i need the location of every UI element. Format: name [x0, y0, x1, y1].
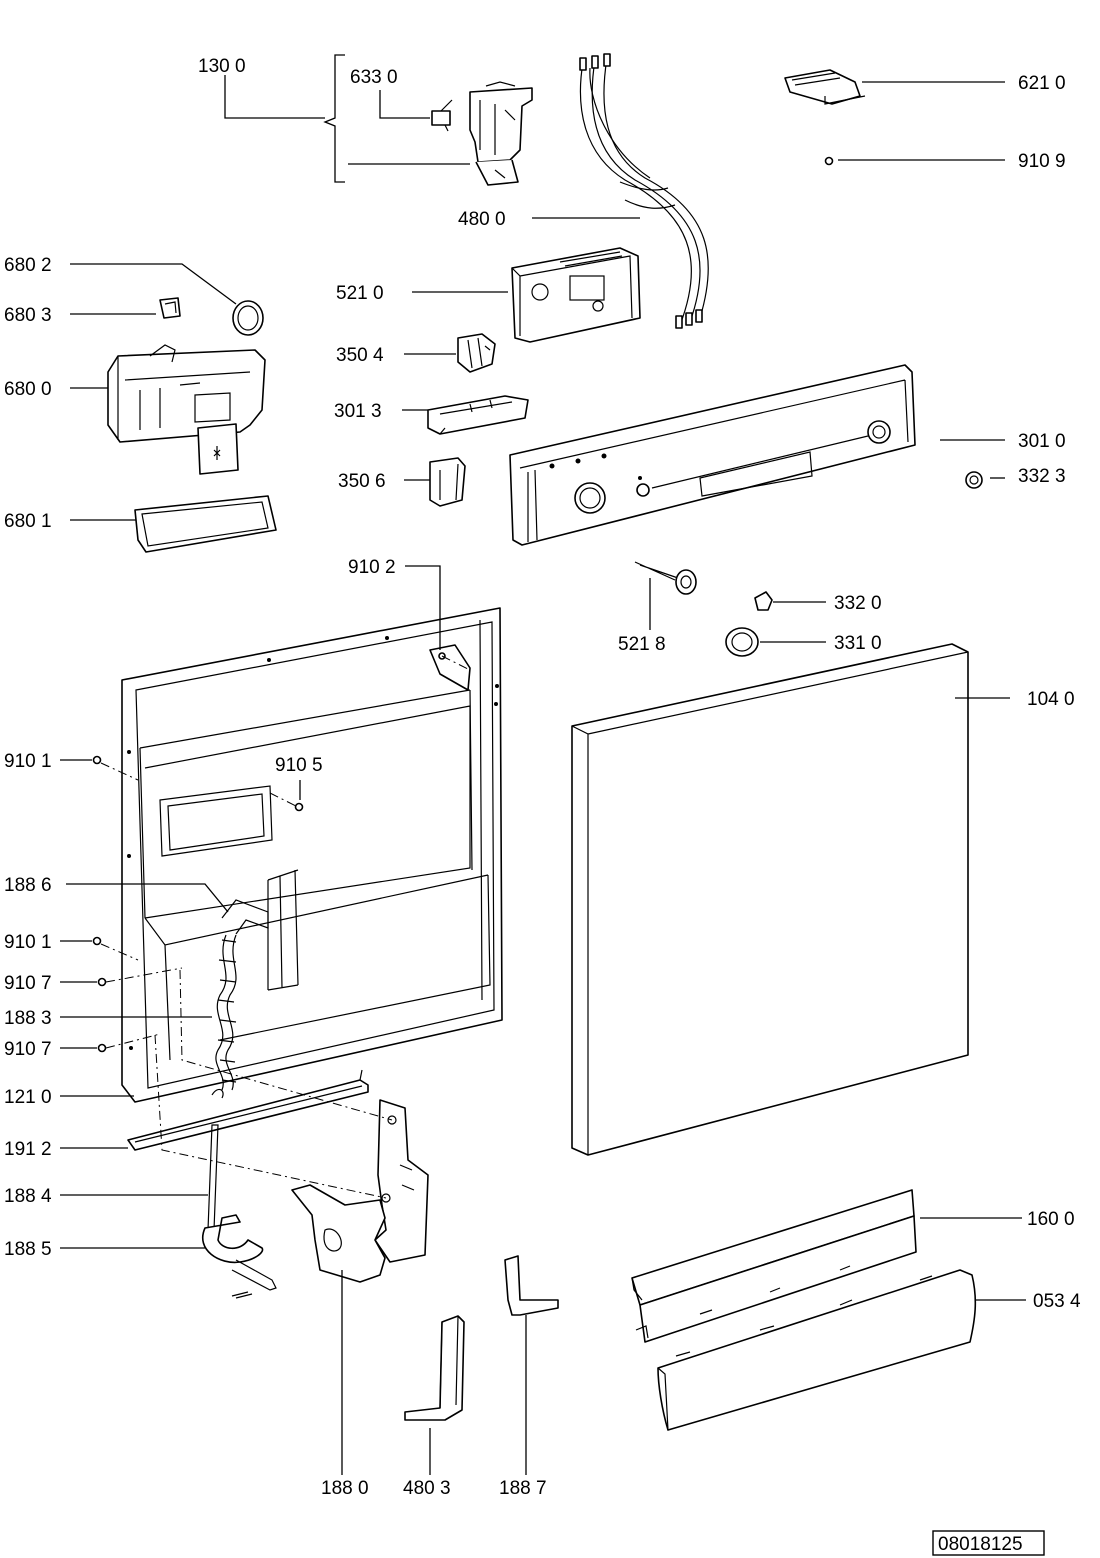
label-910-1-lower: 910 1: [4, 932, 52, 953]
document-id: 08018125: [932, 1530, 1045, 1556]
label-332-3: 332 3: [1018, 466, 1066, 487]
part-621-0: [784, 69, 1005, 105]
label-910-5: 910 5: [275, 755, 323, 776]
label-331-0: 331 0: [834, 633, 882, 654]
screw-910-9: [824, 156, 1005, 166]
label-350-6: 350 6: [338, 471, 386, 492]
knob-332-3: [965, 471, 1005, 489]
control-panel-301-0: [509, 364, 1005, 546]
bracket-480-3: [404, 1315, 465, 1475]
label-104-0: 104 0: [1027, 689, 1075, 710]
label-910-7-lower: 910 7: [4, 1039, 52, 1060]
label-130-0: 130 0: [198, 56, 246, 77]
control-module-521-0: [412, 247, 641, 343]
screw-910-1-upper: [60, 755, 139, 781]
label-910-9: 910 9: [1018, 151, 1066, 172]
label-188-4: 188 4: [4, 1186, 52, 1207]
label-680-3: 680 3: [4, 305, 52, 326]
leader-633-0: [379, 90, 430, 119]
part-680-3: [70, 297, 181, 319]
label-121-0: 121 0: [4, 1087, 52, 1108]
label-332-0: 332 0: [834, 593, 882, 614]
part-labels: 130 0 633 0 621 0 910 9 480 0 680 2 521 …: [4, 56, 1081, 1499]
label-188-0: 188 0: [321, 1478, 369, 1499]
group-bracket: [323, 54, 345, 183]
inner-door-121-0: [60, 607, 503, 1103]
screw-910-7-lower: [60, 1033, 161, 1053]
leader-130-0: [224, 75, 325, 119]
label-301-3: 301 3: [334, 401, 382, 422]
label-680-2: 680 2: [4, 255, 52, 276]
label-053-4: 053 4: [1033, 1291, 1081, 1312]
label-521-8: 521 8: [618, 634, 666, 655]
document-id-text: 08018125: [938, 1534, 1023, 1555]
gasket-680-1: [70, 495, 277, 553]
part-350-6: [404, 457, 466, 507]
label-188-5: 188 5: [4, 1239, 52, 1260]
screw-910-5: [269, 792, 304, 812]
label-910-7-upper: 910 7: [4, 973, 52, 994]
screw-910-1-lower: [60, 936, 139, 961]
rail-160-0: [631, 1189, 1022, 1343]
part-group-130-0: [224, 54, 533, 186]
dispenser-680-0: [70, 344, 266, 475]
label-910-1-upper: 910 1: [4, 751, 52, 772]
label-188-6: 188 6: [4, 875, 52, 896]
ring-331-0: [725, 627, 826, 657]
label-160-0: 160 0: [1027, 1209, 1075, 1230]
label-910-2: 910 2: [348, 557, 396, 578]
micro-switch-633-0: [431, 99, 453, 132]
part-680-2: [70, 263, 264, 336]
label-188-7: 188 7: [499, 1478, 547, 1499]
document-id-box: [932, 1530, 1045, 1556]
label-480-3: 480 3: [403, 1478, 451, 1499]
cable-harness-480-0: [532, 53, 709, 329]
part-521-8: [634, 561, 697, 630]
label-191-2: 191 2: [4, 1139, 52, 1160]
screw-910-7-upper: [60, 967, 183, 987]
label-480-0: 480 0: [458, 209, 506, 230]
label-621-0: 621 0: [1018, 73, 1066, 94]
leader-910-2: [405, 565, 441, 650]
handle-301-3: [402, 395, 529, 435]
label-680-1: 680 1: [4, 511, 52, 532]
label-521-0: 521 0: [336, 283, 384, 304]
label-350-4: 350 4: [336, 345, 384, 366]
hinge-assembly: [60, 899, 429, 1299]
door-lock-bracket: [469, 81, 533, 186]
label-633-0: 633 0: [350, 67, 398, 88]
button-332-0: [754, 591, 826, 611]
label-301-0: 301 0: [1018, 431, 1066, 452]
door-panel-104-0: [571, 643, 1010, 1156]
leader-188-6: [66, 883, 229, 913]
label-188-3: 188 3: [4, 1008, 52, 1029]
label-680-0: 680 0: [4, 379, 52, 400]
bracket-188-7: [504, 1255, 559, 1475]
part-350-4: [404, 333, 496, 373]
kickplate-053-4: [657, 1269, 1026, 1431]
